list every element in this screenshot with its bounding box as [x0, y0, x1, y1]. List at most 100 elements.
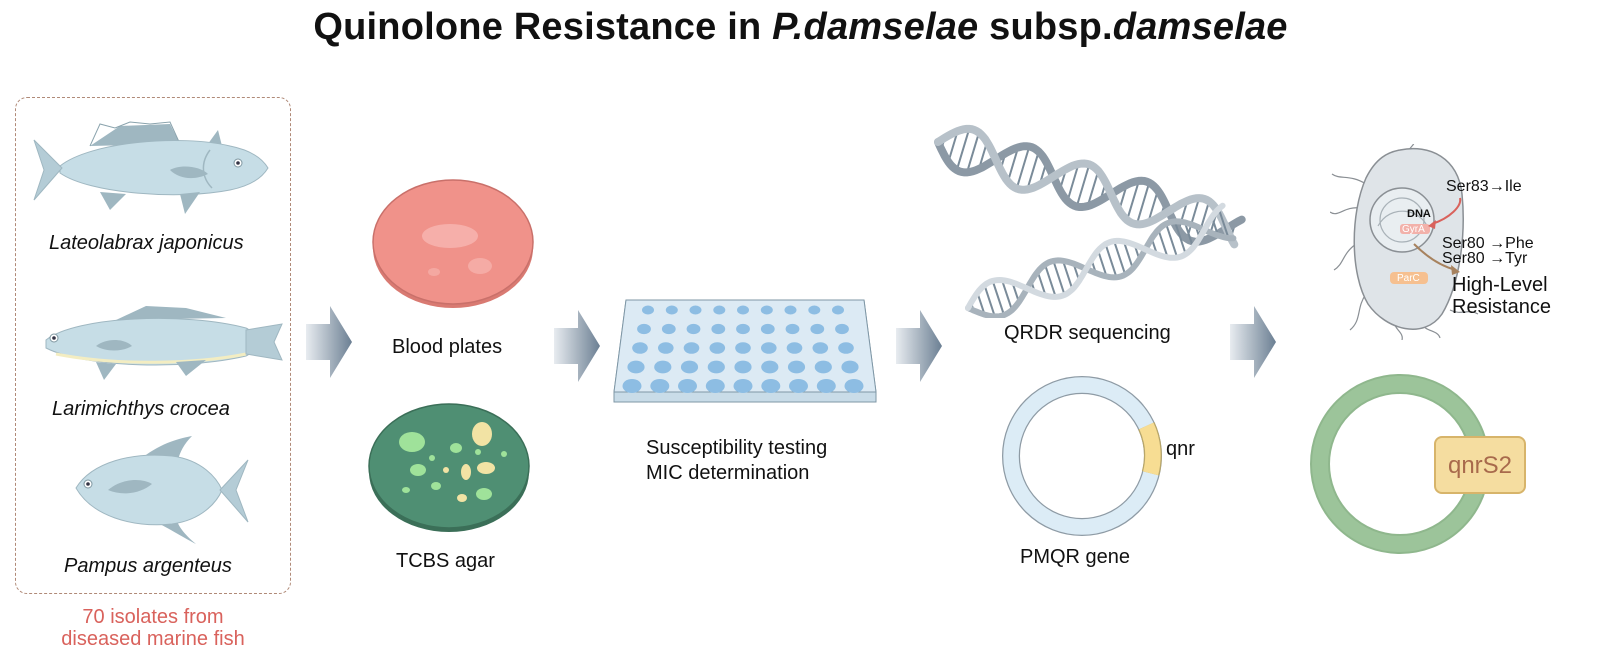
dna-helix-icon	[934, 124, 1246, 318]
well	[622, 379, 642, 393]
testing-label: Susceptibility testing MIC determination	[646, 436, 827, 486]
high-level-resistance-label: High-Level Resistance	[1452, 274, 1551, 318]
well	[689, 305, 702, 315]
well	[844, 379, 864, 393]
well	[654, 360, 672, 374]
well	[737, 305, 749, 315]
dna-base-pair	[1113, 240, 1127, 275]
tcbs-agar-label: TCBS agar	[396, 550, 495, 572]
well	[686, 323, 701, 335]
well	[658, 342, 674, 354]
dna-base-pair	[1126, 180, 1140, 221]
well	[709, 342, 726, 354]
fish-2-icon	[45, 306, 283, 380]
fish-name-1: Lateolabrax japonicus	[49, 232, 244, 254]
dna-base-pair	[1122, 241, 1134, 269]
well	[680, 360, 699, 374]
dna-base-pair	[1135, 182, 1151, 225]
mutation-ser80-phe-label: Ser80 →Phe	[1442, 235, 1534, 252]
well	[808, 305, 821, 315]
well	[760, 323, 775, 335]
arrow-4-icon	[1230, 306, 1276, 378]
well	[713, 305, 726, 315]
qnrs2-gene-box	[1434, 436, 1526, 494]
well	[785, 323, 800, 335]
well	[661, 323, 676, 335]
mutation-ser80-tyr-label: Ser80 →Tyr	[1442, 250, 1528, 267]
blood-plate-icon	[372, 179, 534, 308]
well	[838, 342, 854, 354]
dna-base-pair	[1062, 260, 1074, 290]
well	[812, 342, 829, 354]
testing-line2: MIC determination	[646, 462, 810, 484]
well	[761, 379, 781, 393]
dna-base-pair	[1006, 147, 1020, 182]
dna-base-pair	[947, 130, 959, 163]
title-subspecies: damselae	[1112, 6, 1288, 48]
page-title: Quinolone Resistance in P.damselae subsp…	[0, 6, 1601, 49]
well	[683, 342, 700, 354]
well	[705, 379, 725, 393]
arrow-1-icon	[306, 306, 352, 378]
parc-label: ParC	[1397, 273, 1420, 284]
dna-base-pair	[1104, 243, 1118, 278]
pmqr-plasmid-icon	[1002, 376, 1162, 536]
dna-base-pair	[1052, 260, 1066, 296]
well	[637, 323, 651, 335]
dna-base-pair	[1217, 208, 1230, 239]
arrow-3-icon	[896, 310, 942, 382]
dna-strand	[934, 124, 1239, 249]
dna-base-pair	[1036, 271, 1047, 296]
dna-base-pair	[1066, 163, 1080, 202]
well	[707, 360, 725, 374]
testing-line1: Susceptibility testing	[646, 437, 828, 459]
title-text-2: subsp.	[978, 6, 1113, 48]
qrdr-sequencing-label: QRDR sequencing	[1004, 322, 1171, 344]
dna-base-pair	[1044, 264, 1057, 298]
dna-base-pair	[1165, 223, 1179, 258]
result-line2: Resistance	[1452, 296, 1551, 318]
isolates-note-line2: diseased marine fish	[61, 628, 245, 650]
dna-base-pair	[1147, 190, 1159, 223]
well	[734, 360, 752, 374]
well	[735, 342, 751, 354]
dna-base-pair	[983, 284, 996, 317]
dna-strand	[965, 218, 1237, 318]
gyra-label: GyrA	[1402, 224, 1425, 235]
isolates-note-line1: 70 isolates from	[82, 606, 224, 628]
tcbs-plate-icon	[368, 403, 530, 532]
well	[787, 360, 806, 374]
dna-label: DNA	[1407, 208, 1431, 220]
dna-base-pair	[1097, 250, 1108, 277]
qnr-label: qnr	[1166, 438, 1195, 460]
fish-panel	[15, 97, 291, 594]
well	[841, 360, 859, 374]
well	[678, 379, 697, 393]
dna-base-pair	[1183, 222, 1195, 248]
well	[642, 305, 654, 315]
well	[760, 305, 773, 315]
well	[733, 379, 753, 393]
well	[665, 305, 678, 315]
dna-base-pair	[1015, 146, 1031, 189]
well	[835, 323, 849, 335]
dna-strand	[965, 202, 1226, 311]
dna-base-pair	[1026, 151, 1040, 190]
dna-base-pair	[955, 128, 971, 171]
pmqr-gene-label: PMQR gene	[1020, 546, 1131, 568]
title-text-1: Quinolone Resistance in	[313, 6, 773, 48]
well	[632, 342, 648, 354]
well	[784, 305, 797, 315]
mutation-ser80-labels: Ser80 →Phe Ser80 →Tyr	[1442, 235, 1534, 267]
isolates-note: 70 isolates from diseased marine fish	[15, 606, 291, 650]
qnrs2-label: qnrS2	[1447, 452, 1513, 479]
well	[789, 379, 808, 393]
well	[816, 379, 836, 393]
dna-base-pair	[1075, 164, 1091, 207]
fish-3-icon	[75, 436, 249, 544]
well	[627, 360, 645, 374]
result-line1: High-Level	[1452, 274, 1548, 296]
arrow-2-icon	[554, 310, 600, 382]
well	[761, 342, 777, 354]
dna-strand	[934, 138, 1246, 246]
